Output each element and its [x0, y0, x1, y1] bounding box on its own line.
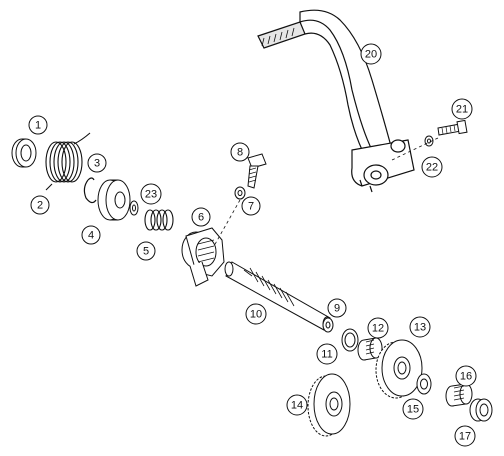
callout-number: 8: [237, 147, 243, 159]
callout-circle: [409, 316, 431, 338]
callout-circle: [87, 153, 107, 173]
kick-spring-2: [45, 132, 91, 191]
circlip-3: [83, 177, 97, 204]
callout-circle: [241, 196, 261, 216]
callout-4: 4: [81, 225, 101, 245]
callout-number: 5: [143, 246, 149, 258]
callout-9: 9: [327, 298, 347, 318]
callout-number: 12: [372, 323, 384, 335]
screw-8: [247, 153, 267, 189]
callout-5: 5: [136, 241, 156, 261]
callout-number: 15: [407, 404, 419, 416]
callout-circle: [30, 195, 50, 215]
callout-11: 11: [316, 343, 338, 365]
callout-13: 13: [409, 316, 431, 338]
ratchet-6: [181, 227, 225, 287]
callout-number: 2: [37, 200, 43, 212]
callout-circle: [230, 142, 250, 162]
washer-11: [341, 328, 359, 352]
callout-circle: [402, 398, 424, 420]
callout-circle: [421, 156, 443, 178]
callout-circle: [28, 115, 48, 135]
callout-number: 10: [250, 309, 262, 321]
bushing-1: [11, 138, 37, 168]
callout-22: 22: [421, 156, 443, 178]
callout-17: 17: [454, 425, 476, 447]
callout-12: 12: [367, 317, 389, 339]
callout-circle: [360, 43, 382, 65]
dashed-axis-screw: [213, 199, 241, 247]
kick-gear-13: [375, 339, 423, 399]
bushing-17: [469, 398, 493, 422]
callout-8: 8: [230, 142, 250, 162]
callout-6: 6: [191, 207, 211, 227]
idler-gear-14: [307, 373, 351, 437]
washer-9: [322, 317, 334, 333]
kick-shaft-10: [224, 261, 332, 332]
callout-14: 14: [286, 394, 308, 416]
callout-circle: [136, 241, 156, 261]
callout-10: 10: [245, 303, 267, 325]
kick-lever: [257, 9, 415, 193]
spring-5: [144, 209, 174, 231]
dashed-axis-lever: [391, 137, 439, 161]
callout-circle: [140, 183, 162, 205]
callout-number: 22: [426, 162, 438, 174]
callout-circle: [316, 343, 338, 365]
callout-number: 20: [365, 49, 377, 61]
callout-circle: [451, 98, 473, 120]
needle-bearing-12: [357, 337, 383, 361]
callout-number: 7: [248, 201, 254, 213]
spring-guide-4: [97, 179, 131, 221]
callout-number: 4: [88, 230, 94, 242]
callout-number: 14: [291, 400, 303, 412]
callout-circle: [286, 394, 308, 416]
bolt-21: [437, 119, 468, 136]
callout-circle: [81, 225, 101, 245]
callout-number: 1: [35, 120, 41, 132]
callout-number: 21: [456, 104, 468, 116]
callout-1: 1: [28, 115, 48, 135]
callout-circle: [245, 303, 267, 325]
callout-circle: [454, 425, 476, 447]
callout-number: 13: [414, 322, 426, 334]
washer-7: [234, 186, 246, 200]
callout-15: 15: [402, 398, 424, 420]
callout-number: 17: [459, 431, 471, 443]
callout-circle: [327, 298, 347, 318]
callout-circle: [455, 365, 477, 387]
callout-number: 11: [321, 349, 332, 361]
callout-16: 16: [455, 365, 477, 387]
callout-3: 3: [87, 153, 107, 173]
callout-number: 23: [145, 189, 157, 201]
callout-number: 16: [460, 371, 472, 383]
callout-23: 23: [140, 183, 162, 205]
washer-23: [129, 200, 139, 216]
washer-15: [416, 373, 432, 395]
callout-number: 3: [94, 158, 100, 170]
callout-circle: [367, 317, 389, 339]
callout-20: 20: [360, 43, 382, 65]
needle-bearing-16: [445, 383, 473, 407]
callout-number: 9: [334, 303, 340, 315]
callout-7: 7: [241, 196, 261, 216]
callout-21: 21: [451, 98, 473, 120]
callout-2: 2: [30, 195, 50, 215]
callout-circle: [191, 207, 211, 227]
callout-number: 6: [198, 212, 204, 224]
